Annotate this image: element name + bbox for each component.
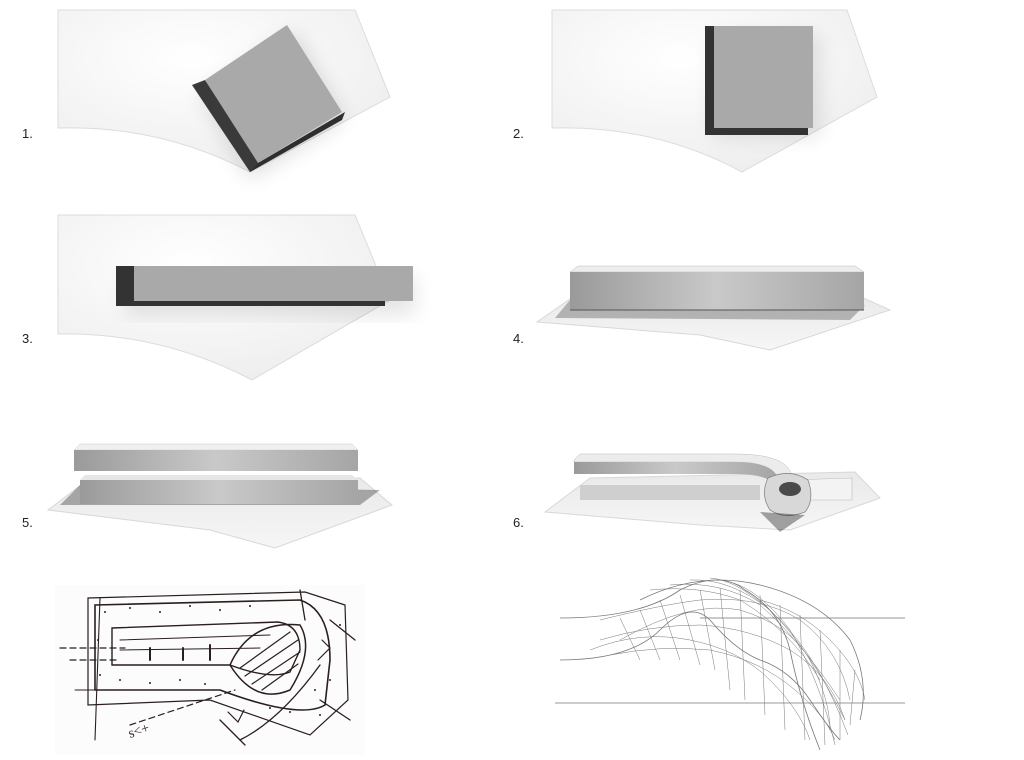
- lower-slab-6: [580, 485, 760, 500]
- upper-bar-top-5: [73, 443, 359, 451]
- step-label-4: 4.: [513, 331, 524, 346]
- upper-bar-front-5: [74, 450, 358, 471]
- panel-step-6: [543, 453, 881, 532]
- step-label-2: 2.: [513, 126, 524, 141]
- step-label-3: 3.: [22, 331, 33, 346]
- step-label-6: 6.: [513, 515, 524, 530]
- bar-block-3: [134, 266, 413, 301]
- step-label-5: 5.: [22, 515, 33, 530]
- bar-top-4: [569, 265, 865, 273]
- panel-step-2: [551, 9, 878, 173]
- lower-bar-front-5: [80, 480, 358, 504]
- pod-opening-6: [779, 482, 801, 496]
- panel-sketch: s<+: [55, 585, 365, 755]
- bar-side-3: [116, 266, 385, 306]
- sketch-scribble: s<+: [127, 721, 152, 742]
- panel-step-1: [57, 9, 391, 180]
- pod-shadow-6: [760, 512, 805, 532]
- square-block-2: [714, 26, 813, 128]
- panel-step-4: [535, 265, 892, 351]
- curved-bar-front-6: [574, 462, 778, 488]
- square-block-1: [205, 25, 342, 163]
- panel-wireframe: [555, 577, 905, 751]
- sketch-background: [55, 585, 365, 755]
- lower-bar-top-5: [80, 475, 358, 480]
- square-side-1b: [250, 112, 345, 172]
- step-label-1: 1.: [22, 126, 33, 141]
- panel-step-5: [46, 443, 393, 549]
- bar-front-4: [570, 272, 864, 310]
- square-side-1: [192, 80, 262, 172]
- panel-step-3: [57, 214, 415, 381]
